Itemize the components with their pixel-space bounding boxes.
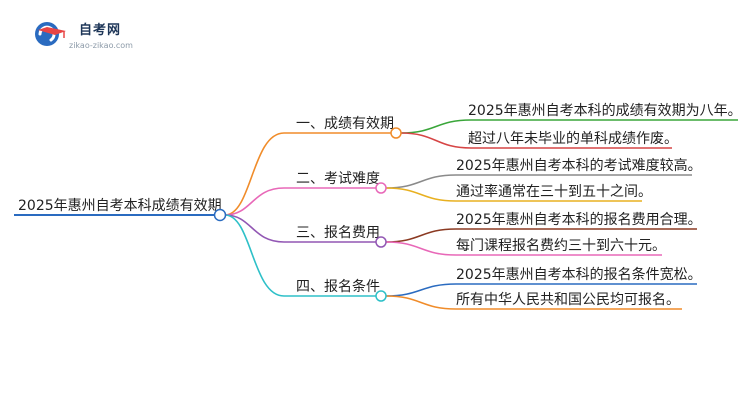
branch-3-leaf-2[interactable]: 每门课程报名费约三十到六十元。 [456, 238, 666, 254]
branch-1-leaf-2-connector [400, 132, 672, 149]
site-logo[interactable]: 自考网 zikao-zikao.com [33, 16, 173, 56]
logo-name: 自考网 [79, 23, 122, 38]
branch-1-label[interactable]: 一、成绩有效期 [296, 116, 394, 132]
branch-1-leaf-2[interactable]: 超过八年未毕业的单科成绩作废。 [468, 131, 678, 147]
branch-3-connector [224, 214, 376, 243]
branch-3-leaf-2-connector [385, 241, 662, 256]
branch-1-connector [224, 132, 391, 216]
root-topic[interactable]: 2025年惠州自考本科成绩有效期 [18, 198, 222, 214]
branch-4-leaf-1-connector [385, 283, 697, 297]
branch-3-node-dot[interactable] [375, 236, 387, 248]
graduation-cap-logo-icon [35, 22, 66, 46]
branch-2-label[interactable]: 二、考试难度 [296, 171, 380, 187]
branch-2-node-dot[interactable] [375, 182, 387, 194]
logo-url: zikao-zikao.com [69, 41, 133, 50]
branch-4-connector [224, 214, 376, 297]
branch-4-leaf-1[interactable]: 2025年惠州自考本科的报名条件宽松。 [456, 266, 702, 283]
branch-2-leaf-1[interactable]: 2025年惠州自考本科的考试难度较高。 [456, 157, 702, 174]
branch-3-leaf-1-connector [385, 228, 697, 243]
branch-4-label[interactable]: 四、报名条件 [296, 278, 380, 295]
branch-1-node-dot[interactable] [390, 127, 402, 139]
branch-1-leaf-1-connector [400, 119, 738, 134]
branch-2-leaf-2[interactable]: 通过率通常在三十到五十之间。 [456, 183, 652, 200]
branch-2-connector [224, 187, 376, 216]
branch-4-leaf-2-connector [385, 295, 682, 310]
branch-4-node-dot[interactable] [375, 290, 387, 302]
branch-3-label[interactable]: 三、报名费用 [296, 225, 380, 241]
branch-3-leaf-1[interactable]: 2025年惠州自考本科的报名费用合理。 [456, 212, 702, 228]
branch-2-leaf-2-connector [385, 187, 642, 202]
root-node-dot[interactable] [213, 208, 227, 222]
branch-2-leaf-1-connector [385, 174, 692, 189]
branch-4-leaf-2[interactable]: 所有中华人民共和国公民均可报名。 [456, 292, 680, 308]
branch-1-leaf-1[interactable]: 2025年惠州自考本科的成绩有效期为八年。 [468, 103, 742, 119]
